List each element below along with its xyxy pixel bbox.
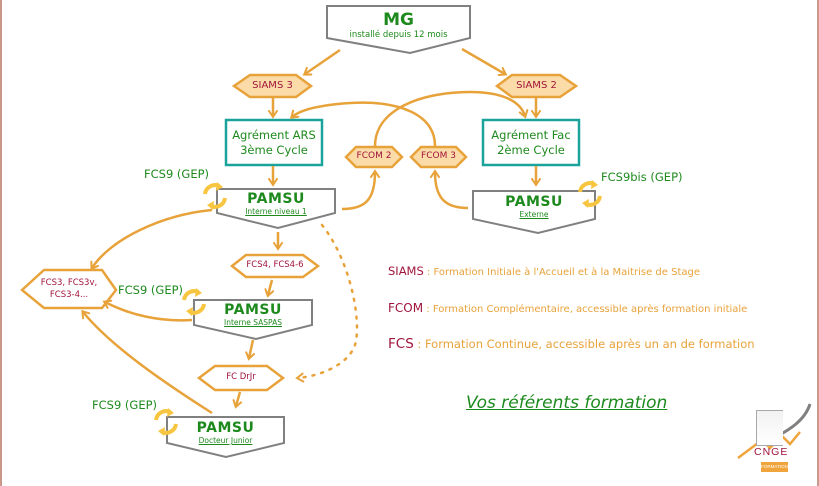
curve-saspas-to-fcs3 [102, 299, 193, 322]
pamsu-interne1-title: PAMSU [247, 191, 305, 207]
fcs9-label-saspas: FCS9 (GEP) [118, 283, 184, 297]
pamsu-externe-shape [472, 190, 596, 235]
agrement-ars-line1: Agrément ARS [232, 128, 316, 142]
logo-badge: FORMATION [761, 462, 788, 472]
pamsu-saspas: PAMSU Interne SASPAS [194, 302, 312, 327]
curve-pamsuext-to-fcom3 [430, 169, 469, 210]
agrement-ars-box [224, 118, 324, 167]
logo-wordmark: CNGE [754, 446, 789, 458]
agrement-fac-line1: Agrément Fac [491, 128, 571, 142]
curve-fcom2-to-fac [373, 90, 529, 147]
legend-fcs-key: FCS [388, 336, 414, 352]
fcs9-label-interne1: FCS9 (GEP) [144, 167, 210, 181]
legend-fcom: FCOM : Formation Complémentaire, accessi… [388, 301, 747, 315]
cycle-icon-pamsu1 [203, 182, 227, 210]
agrement-fac-box [481, 118, 581, 167]
legend-siams: SIAMS : Formation Initiale à l'Accueil e… [388, 264, 700, 278]
fcom3-hex [409, 145, 468, 169]
pamsu-drjr-subtitle: Docteur Junior [198, 436, 253, 445]
pamsu-externe-subtitle: Externe [519, 210, 549, 219]
fcdrjr-label: FC DrJr [226, 372, 256, 382]
arrow-saspas-to-fcdrjr [245, 339, 255, 361]
cnge-logo: CNGE FORMATION [748, 410, 800, 478]
arrow-mg-to-siams3 [302, 48, 341, 76]
siams3-hex [231, 73, 314, 99]
cycle-icon-saspas [182, 288, 206, 316]
curve-drjr-to-fcs3 [81, 309, 213, 415]
siams2-label: SIAMS 2 [516, 80, 557, 91]
cycle-icon-drjr [154, 408, 178, 436]
legend-siams-key: SIAMS [388, 264, 424, 278]
fcs3-hex [20, 268, 118, 310]
arrow-mg-to-siams2 [461, 47, 508, 76]
legend-fcs-desc: : Formation Continue, accessible après u… [413, 337, 755, 351]
fcs9bis-label-externe: FCS9bis (GEP) [601, 170, 683, 184]
fcs4-hex [229, 253, 321, 279]
agrement-fac-line2: 2ème Cycle [497, 143, 565, 157]
left-border [0, 0, 2, 486]
legend-fcs: FCS : Formation Continue, accessible apr… [388, 336, 755, 352]
agrement-ars: Agrément ARS 3ème Cycle [226, 128, 322, 158]
agrement-fac: Agrément Fac 2ème Cycle [483, 128, 579, 158]
legend-siams-desc: : Formation Initiale à l'Accueil et à la… [423, 267, 700, 278]
right-border [817, 0, 819, 486]
pamsu-drjr: PAMSU Docteur Junior [167, 420, 284, 445]
mg-node: MG installé depuis 12 mois [327, 10, 470, 40]
agrement-ars-line2: 3ème Cycle [240, 143, 308, 157]
pamsu-interne1: PAMSU Interne niveau 1 [217, 191, 335, 216]
fcs3-line1: FCS3, FCS3v, [40, 278, 98, 288]
pamsu-externe: PAMSU Externe [473, 194, 595, 219]
mg-subtitle: installé depuis 12 mois [349, 30, 448, 40]
fcs3-label: FCS3, FCS3v, FCS3-4... [22, 277, 116, 301]
siams3-label: SIAMS 3 [252, 80, 293, 91]
arrow-fcdrjr-to-drjr [232, 391, 243, 409]
curve-fcom3-to-ars [289, 101, 437, 147]
fcom2-hex [344, 145, 404, 169]
mg-node-shape [326, 5, 471, 55]
fcom3-label: FCOM 3 [421, 151, 456, 161]
siams2-hex [494, 73, 579, 99]
curve-pamsu1-to-fcs3 [90, 208, 213, 271]
arrow-fcs4-to-saspas [264, 279, 275, 298]
pamsu-drjr-shape [166, 416, 285, 459]
cycle-icon-externe [578, 180, 602, 208]
dotted-pamsu1-to-fcdrjr [295, 223, 359, 383]
fcs3-line2: FCS3-4... [49, 290, 89, 300]
fcs9-label-drjr: FCS9 (GEP) [92, 398, 158, 412]
pamsu-saspas-shape [193, 299, 313, 341]
pamsu-saspas-subtitle: Interne SASPAS [224, 318, 282, 327]
fcs4-label: FCS4, FCS4-6 [246, 260, 304, 270]
mg-title: MG [383, 10, 414, 30]
logo-box [756, 410, 783, 446]
legend-fcom-desc: : Formation Complémentaire, accessible a… [423, 304, 748, 315]
pamsu-interne1-subtitle: Interne niveau 1 [245, 207, 307, 216]
pamsu-drjr-title: PAMSU [196, 420, 255, 436]
pamsu-externe-title: PAMSU [505, 194, 563, 210]
pamsu-saspas-title: PAMSU [224, 302, 282, 318]
fcdrjr-hex [196, 364, 286, 392]
fcom2-label: FCOM 2 [356, 151, 392, 161]
referents-formation-link[interactable]: Vos référents formation [466, 393, 668, 413]
legend-fcom-key: FCOM [388, 301, 424, 315]
pamsu-interne1-shape [216, 188, 336, 230]
curve-pamsu1-to-fcom2 [341, 169, 380, 211]
